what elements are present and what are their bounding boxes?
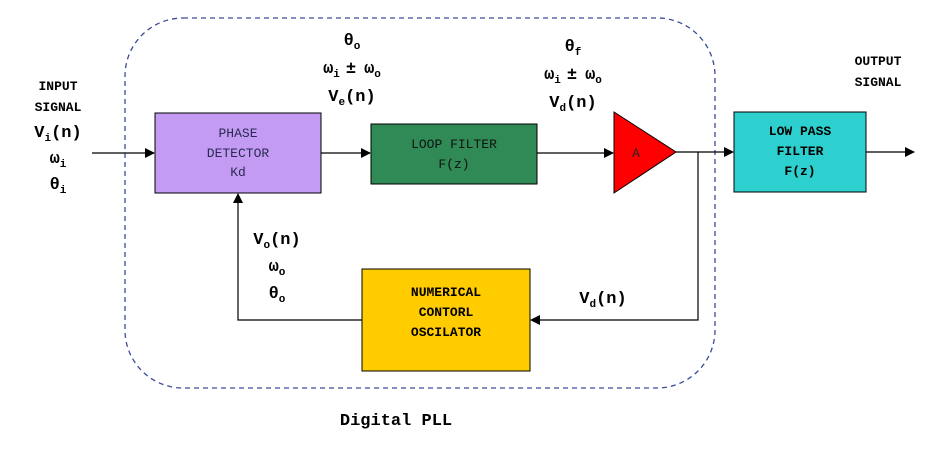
amplifier-block[interactable] — [613, 111, 677, 194]
lf-out-theta-label: θf — [565, 38, 582, 59]
low-pass-filter-block[interactable] — [733, 111, 867, 193]
nco-to-pd-arrow — [233, 193, 362, 321]
input-theta-label: θi — [50, 176, 67, 197]
low-pass-filter-label-line3: F(z) — [784, 164, 815, 179]
feedback-voltage-label: Vo(n) — [253, 231, 300, 252]
low-pass-filter-label-line2: FILTER — [777, 144, 824, 159]
diagram-caption: Digital PLL — [340, 412, 452, 431]
nco-label-line1: NUMERICAL — [411, 285, 481, 300]
phase-detector-label-line1: PHASE — [218, 126, 257, 141]
nco-label-line2: CONTORL — [419, 305, 474, 320]
low-pass-filter-label-line1: LOW PASS — [769, 124, 832, 139]
pll-boundary — [124, 17, 716, 389]
pd-out-theta-label: θo — [344, 32, 361, 53]
loop-filter-label-line1: LOOP FILTER — [411, 137, 497, 152]
input-voltage-label: Vi(n) — [34, 124, 81, 145]
feedback-omega-label: ωo — [269, 258, 286, 279]
input-omega-label: ωi — [50, 150, 67, 171]
phase-detector-label-line2: DETECTOR — [207, 146, 270, 161]
lf-out-voltage-label: Vd(n) — [549, 94, 596, 115]
phase-detector-label-line3: Kd — [230, 165, 246, 180]
feedback-theta-label: θo — [269, 285, 286, 306]
nco-input-voltage-label: Vd(n) — [579, 290, 626, 311]
nco-label-line3: OSCILATOR — [411, 325, 481, 340]
pd-out-voltage-label: Ve(n) — [328, 88, 375, 109]
feedback-to-nco-arrow — [530, 152, 699, 325]
loop-filter-block[interactable] — [370, 123, 538, 185]
amplifier-label: A — [632, 146, 640, 161]
input-signal-label-line2: SIGNAL — [35, 100, 82, 115]
input-signal-label-line1: INPUT — [38, 79, 77, 94]
output-signal-label-line2: SIGNAL — [855, 75, 902, 90]
pd-out-omega-label: ωi±ωo — [323, 60, 381, 81]
lf-out-omega-label: ωi±ωo — [544, 66, 602, 87]
loop-filter-label-line2: F(z) — [438, 157, 469, 172]
phase-detector-block[interactable] — [154, 112, 322, 194]
output-signal-label-line1: OUTPUT — [855, 54, 902, 69]
